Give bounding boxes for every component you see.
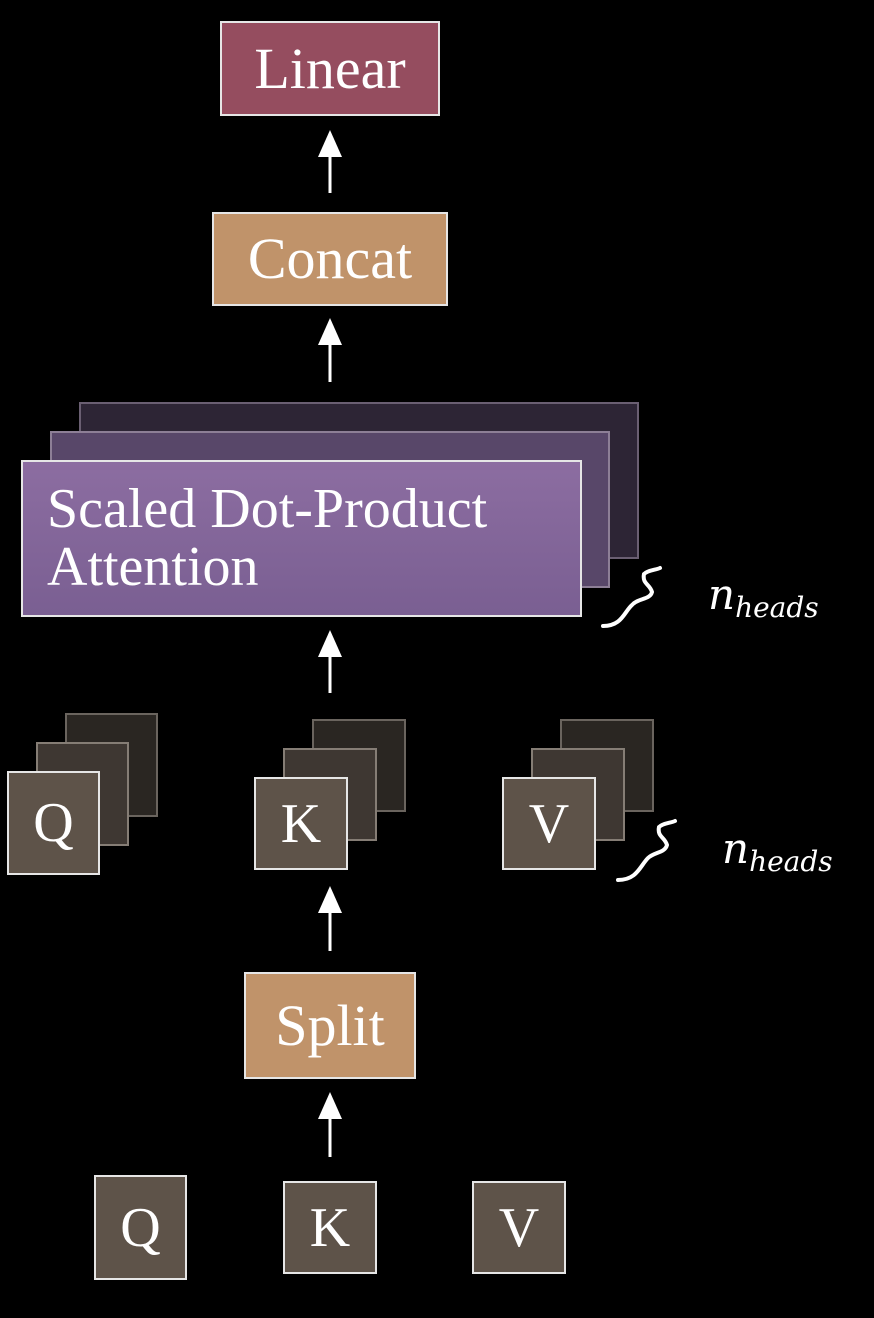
input-q-label: Q [120,1196,161,1259]
input-v-label: V [498,1196,540,1259]
attention-block: Scaled Dot-Product Attention [21,460,582,617]
brace-attention [601,566,662,628]
split-label: Split [275,992,385,1058]
k-head-block: K [254,777,348,870]
linear-block: Linear [220,21,440,116]
concat-block: Concat [212,212,448,306]
v-head-label: V [528,792,570,855]
input-k-block: K [283,1181,377,1274]
attention-label-line2: Attention [47,536,259,598]
input-v-block: V [472,1181,566,1274]
concat-label: Concat [247,226,413,291]
linear-label: Linear [254,35,406,101]
attention-label-line1: Scaled Dot-Product [47,478,488,540]
input-k-label: K [309,1196,351,1259]
split-block: Split [244,972,416,1079]
q-head-label: Q [33,792,74,854]
input-q-block: Q [94,1175,187,1280]
attention-heads-label: nheads [708,570,819,624]
split-heads-label: nheads [722,824,833,878]
brace-heads [616,819,677,882]
v-head-block: V [502,777,596,870]
q-head-block: Q [7,771,100,875]
k-head-label: K [280,792,322,855]
